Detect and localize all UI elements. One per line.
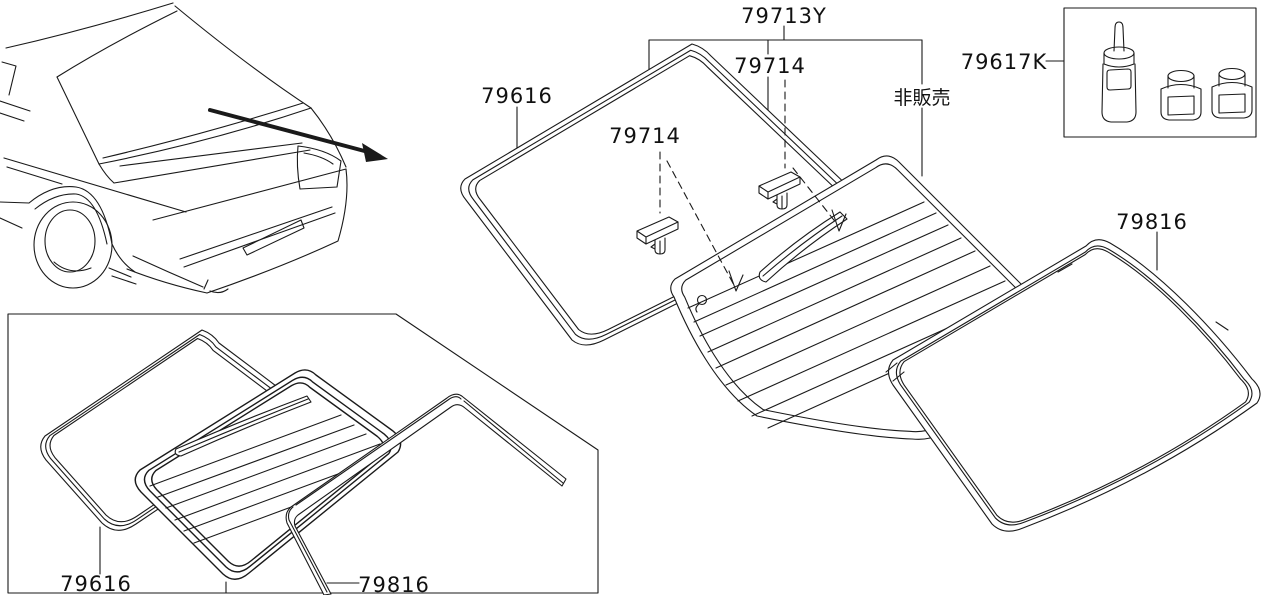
stop-lamp-strip: [759, 212, 847, 282]
car-body-right-edge: [311, 108, 346, 167]
car-roof-inner-line: [57, 11, 177, 77]
inset-molding-band: [286, 394, 566, 595]
rear-window-molding-79816: [886, 232, 1260, 531]
molding-seam-ticks: [1058, 264, 1228, 330]
install-dashed-leaders: [660, 80, 837, 287]
car-rear-window-top-edge: [175, 6, 311, 108]
car-lower-body: [0, 202, 135, 272]
inset-seal-79616: [41, 330, 299, 530]
car-license-recess: [243, 220, 304, 255]
dashed-right-diagonal: [793, 168, 837, 224]
car-taillight: [297, 146, 341, 189]
clip-body: [637, 217, 678, 244]
inset-box-frame: [8, 314, 598, 593]
car-rear-window-bottom-edge: [99, 108, 311, 164]
glass-grommet-hole: [698, 296, 707, 305]
inset-stop-lamp-strip-edge: [179, 399, 308, 452]
car-pillar: [57, 77, 99, 164]
stop-lamp-strip-edge: [763, 216, 842, 276]
dashed-left-diagonal: [667, 161, 735, 287]
bottle-label: [1107, 69, 1131, 90]
car-roof-line: [6, 3, 173, 48]
label-79816-inset: 79816: [358, 573, 430, 595]
inset-glass-frame: [135, 370, 400, 579]
label-not-for-sale: 非販売: [893, 87, 950, 109]
sealant-bottle: [1102, 22, 1136, 122]
car-bumper-creases: [180, 207, 335, 267]
pointer-arrow: [210, 110, 388, 162]
car-valance: [204, 280, 228, 293]
car-beltline: [4, 158, 186, 212]
label-79714-left: 79714: [609, 124, 681, 148]
bottle-nozzle: [1114, 22, 1124, 51]
car-sill: [109, 268, 136, 284]
label-79816-main: 79816: [1116, 210, 1188, 234]
car-wheel-arch: [29, 187, 112, 244]
glass-clip-79714-right: [759, 172, 800, 209]
molding-end-cuts: [886, 363, 904, 381]
label-79714-right: 79714: [734, 54, 806, 78]
inset-detail-box: [8, 314, 598, 595]
inset-molding-mid-line: [289, 397, 564, 592]
clip-pin: [651, 238, 665, 254]
car-trunk-lines: [99, 143, 310, 183]
glass-clip-79714-left: [637, 217, 678, 254]
pointer-arrow-shaft: [210, 110, 372, 153]
clip-pin: [773, 193, 787, 209]
label-79713Y: 79713Y: [741, 4, 827, 28]
car-wheel-hub: [54, 262, 91, 271]
adhesive-kit-box-79617K: [1064, 8, 1256, 137]
arrowhead-right: [832, 210, 846, 231]
glass-grommet-hook: [696, 304, 699, 312]
kit-box-frame: [1064, 8, 1256, 137]
label-79616-inset: 79616: [60, 572, 132, 595]
car-bumper-top: [153, 169, 346, 220]
label-79616-main: 79616: [481, 84, 553, 108]
primer-jar-2: [1212, 69, 1252, 119]
car-wheel-rim: [45, 210, 95, 272]
car-body-left-lines: [0, 101, 30, 121]
car-rear-window-inner-line: [103, 103, 303, 158]
car-quarter-window: [2, 62, 16, 95]
car-bumper-body: [127, 169, 347, 293]
bottle-cap-side: [1104, 53, 1134, 67]
car-illustration: [0, 3, 388, 293]
primer-jar-1: [1161, 71, 1201, 121]
pointer-arrow-head: [362, 143, 388, 162]
bottle-body: [1102, 64, 1136, 122]
arrowhead-left: [729, 271, 743, 291]
inset-molding-79816: [286, 394, 566, 595]
clip-body: [759, 172, 800, 199]
label-79617K: 79617K: [961, 50, 1048, 74]
